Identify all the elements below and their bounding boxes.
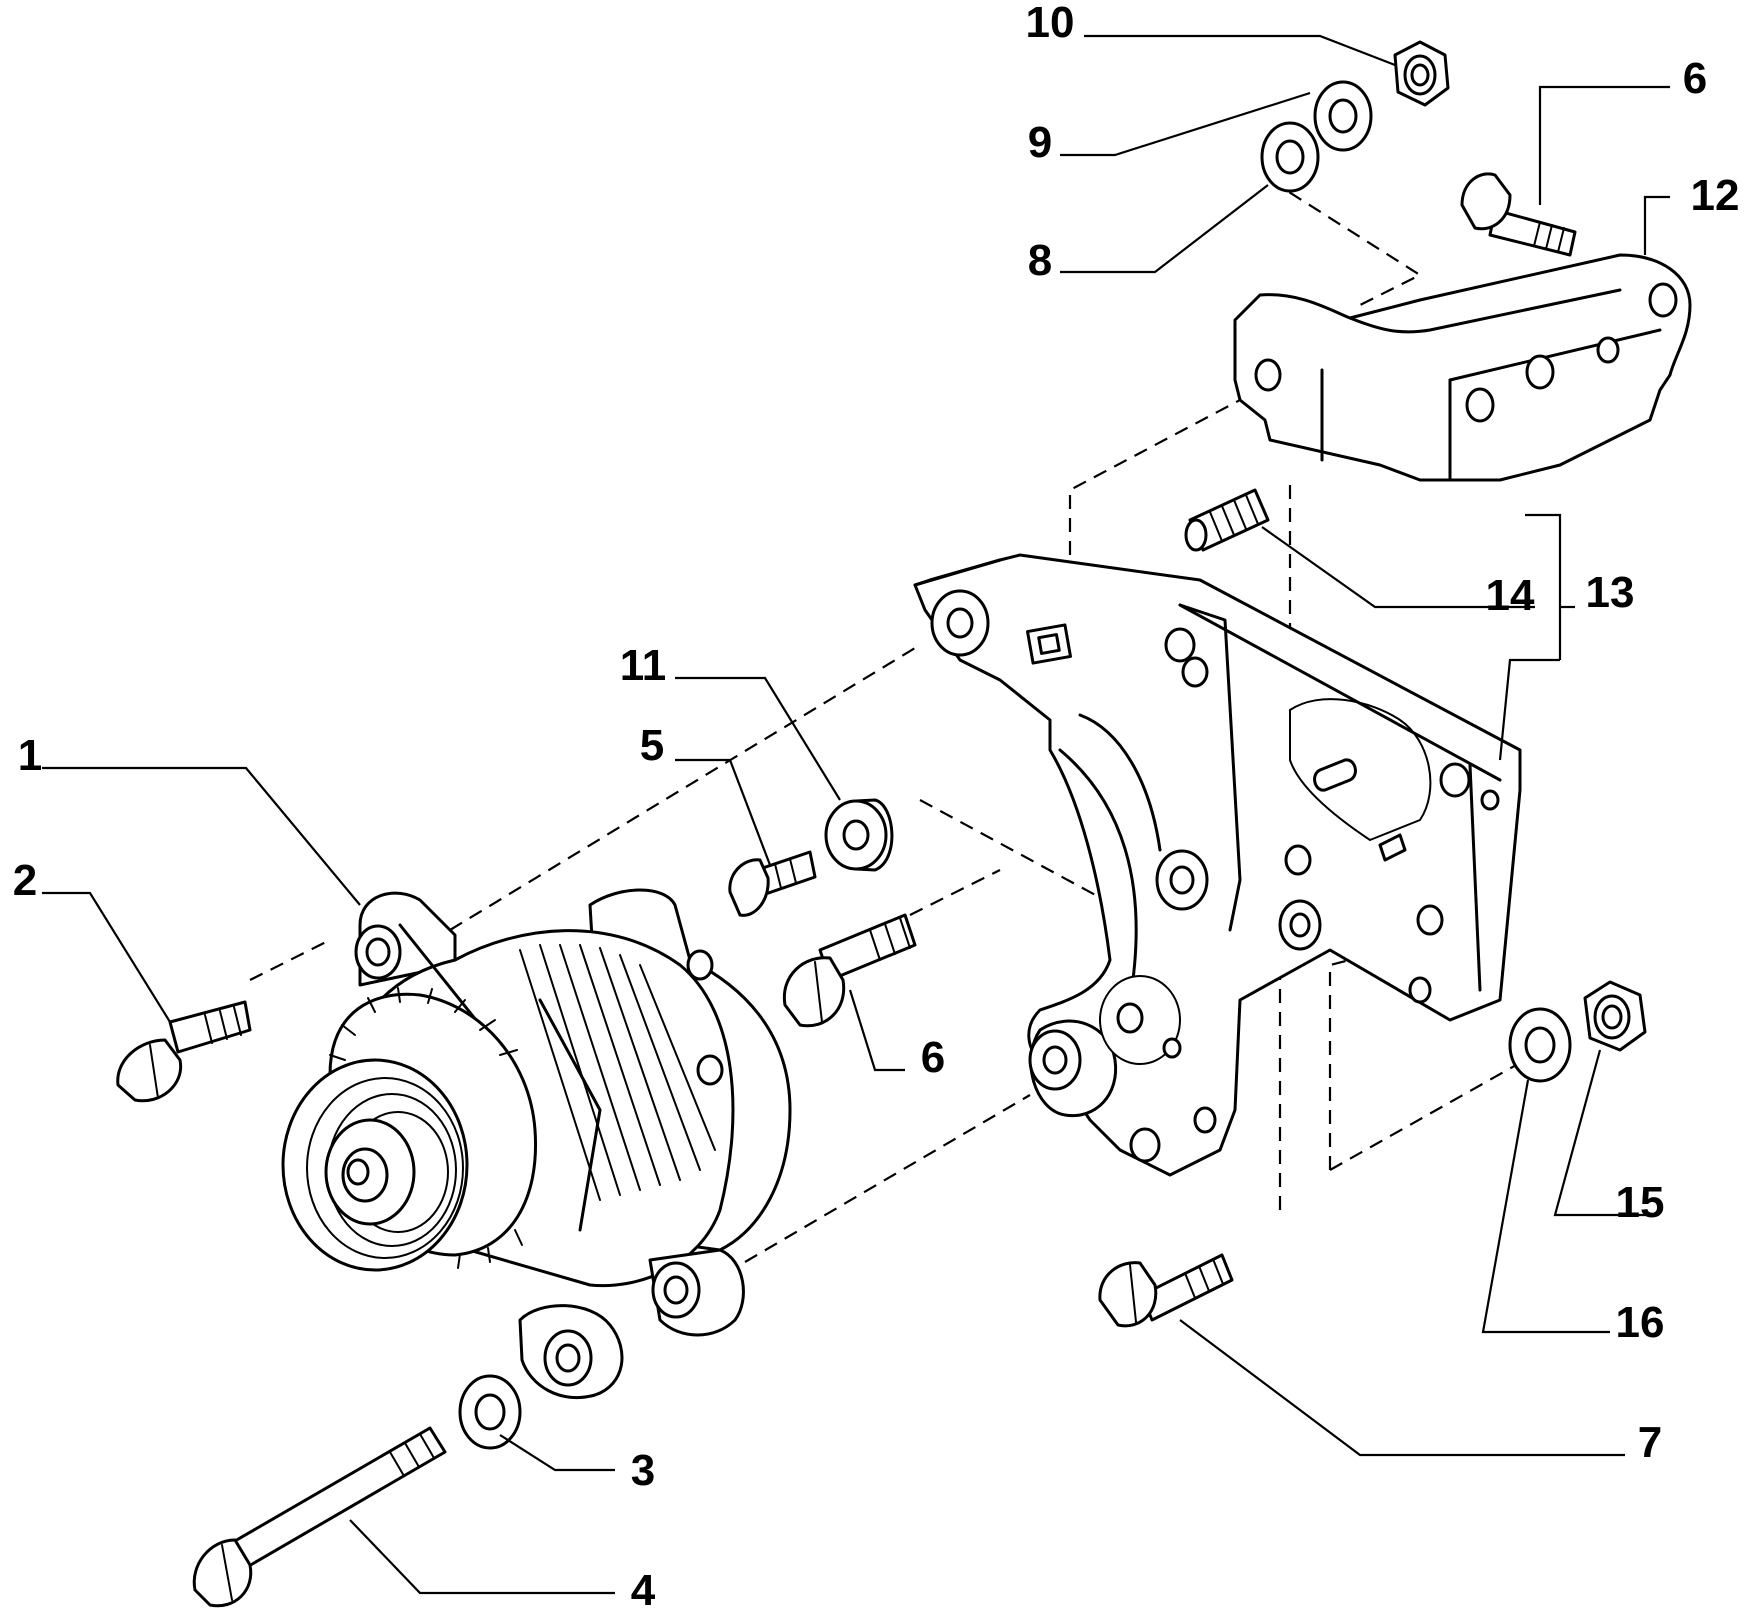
callout-14: 14 <box>1486 571 1535 620</box>
callout-8: 8 <box>1028 236 1052 285</box>
bolt-6-middle <box>782 913 917 1028</box>
nut-10 <box>1393 40 1450 107</box>
callout-6-middle: 6 <box>921 1033 945 1082</box>
callout-10: 10 <box>1026 0 1075 47</box>
support-bracket <box>913 553 1522 1177</box>
stud-14 <box>1184 488 1270 552</box>
fan-teeth <box>329 987 523 1269</box>
callout-7: 7 <box>1638 1418 1662 1467</box>
callout-5: 5 <box>640 721 664 770</box>
bolt-4 <box>192 1426 447 1608</box>
cooling-fins <box>519 944 716 1201</box>
callout-13: 13 <box>1586 568 1635 617</box>
callout-6-top: 6 <box>1683 54 1707 103</box>
callout-11: 11 <box>620 641 667 690</box>
bolt-6-top <box>1460 172 1577 257</box>
bolt-7 <box>1098 1253 1234 1328</box>
callout-4: 4 <box>631 1566 656 1609</box>
callout-1: 1 <box>18 731 42 780</box>
callout-15: 15 <box>1616 1178 1665 1227</box>
upper-bracket-12 <box>1233 253 1692 482</box>
callout-labels: 1 2 3 4 5 6 6 7 8 9 10 11 12 13 14 15 16 <box>13 0 1740 1609</box>
alternator <box>281 888 792 1400</box>
washer-3 <box>458 1374 522 1450</box>
spacer-11 <box>824 798 894 872</box>
callout-2: 2 <box>13 856 37 905</box>
washer-8 <box>1260 121 1320 193</box>
nut-15 <box>1583 980 1647 1052</box>
leader-lines <box>42 34 1670 1595</box>
bolt-2 <box>116 1000 252 1103</box>
callout-9: 9 <box>1028 118 1052 167</box>
washer-16 <box>1508 1007 1572 1083</box>
callout-3: 3 <box>631 1446 655 1495</box>
callout-16: 16 <box>1616 1298 1665 1347</box>
washer-9 <box>1313 80 1373 152</box>
callout-12: 12 <box>1691 171 1740 220</box>
bolt-5 <box>728 850 817 917</box>
